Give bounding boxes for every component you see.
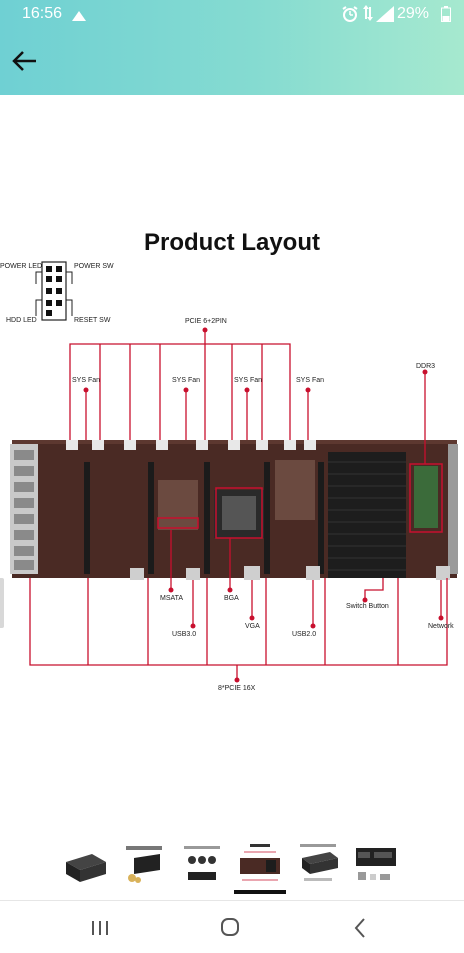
product-title: Product Layout <box>143 229 320 256</box>
battery-icon <box>441 6 451 27</box>
thumbnail-3[interactable] <box>178 840 226 888</box>
label-network: Network <box>428 623 454 630</box>
status-time: 16:56 <box>22 5 63 22</box>
recent-apps-icon <box>92 921 108 935</box>
label-vga: VGA <box>245 623 260 630</box>
upload-icon <box>72 8 86 26</box>
product-image[interactable]: POWER LED POWER SW HDD LED RESET SW PCIE… <box>0 225 464 695</box>
app-header: 16:56 29% <box>0 0 464 95</box>
thumbnail-6[interactable] <box>352 840 400 888</box>
label-hdd-led: HDD LED <box>6 317 37 324</box>
label-sys-fan-4: SYS Fan <box>296 377 325 384</box>
back-button[interactable] <box>8 46 42 76</box>
thumbnail-2[interactable] <box>120 840 168 888</box>
thumbnail-strip <box>62 840 412 894</box>
home-button[interactable] <box>210 913 250 943</box>
label-msata: MSATA <box>160 595 184 602</box>
label-reset-sw: RESET SW <box>74 317 111 324</box>
label-bga: BGA <box>224 595 239 602</box>
label-sys-fan-3: SYS Fan <box>234 377 263 384</box>
label-usb2: USB2.0 <box>292 631 317 638</box>
system-nav-bar <box>0 900 464 953</box>
motherboard-diagram <box>10 261 458 683</box>
recent-apps-button[interactable] <box>80 913 120 943</box>
status-bar: 16:56 29% <box>0 0 464 28</box>
nav-back-button[interactable] <box>340 913 380 943</box>
label-pcie-power: PCIE 6+2PIN <box>185 318 227 325</box>
label-ddr3: DDR3 <box>416 363 436 370</box>
signal-icon <box>376 6 394 27</box>
label-power-sw: POWER SW <box>74 263 114 270</box>
battery-percent: 29% <box>397 5 430 22</box>
thumbnail-1[interactable] <box>62 840 110 888</box>
label-sys-fan-2: SYS Fan <box>172 377 201 384</box>
data-icon <box>362 5 374 26</box>
back-icon <box>354 918 365 938</box>
label-pcie-slots: 8*PCIE 16X <box>218 685 256 692</box>
arrow-left-icon <box>12 51 36 71</box>
thumbnail-5[interactable] <box>294 840 342 888</box>
edge-panel-handle[interactable] <box>0 578 4 628</box>
thumbnail-4[interactable] <box>234 840 286 894</box>
label-switch-button: Switch Button <box>346 603 389 610</box>
home-icon <box>221 918 239 936</box>
label-usb3: USB3.0 <box>172 631 197 638</box>
label-power-led: POWER LED <box>0 263 43 270</box>
alarm-icon <box>342 6 358 27</box>
label-sys-fan-1: SYS Fan <box>72 377 101 384</box>
